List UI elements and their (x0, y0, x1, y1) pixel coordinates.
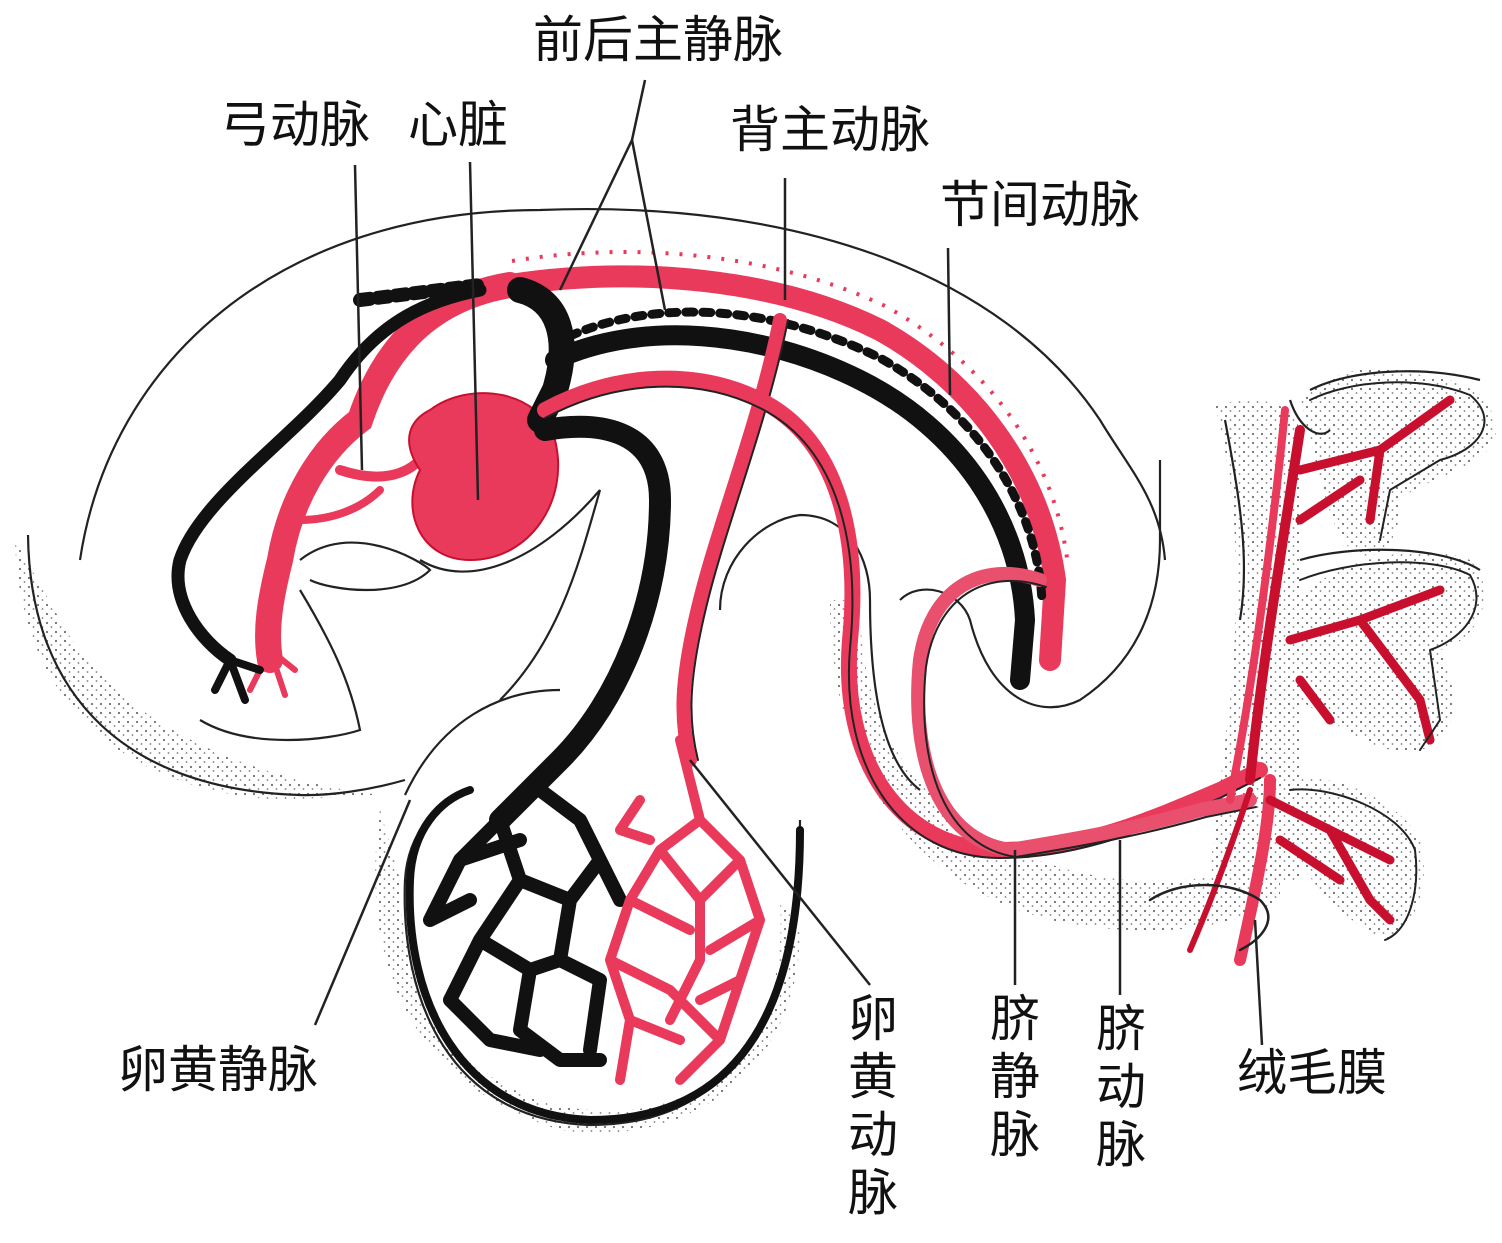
label-cardinal-veins: 前后主静脉 (533, 15, 783, 65)
label-vitelline-artery: 卵黄动脉 (845, 990, 901, 1222)
label-vitelline-vein: 卵黄静脉 (118, 1045, 318, 1095)
label-chorion: 绒毛膜 (1237, 1048, 1387, 1098)
dorsal-aorta (510, 252, 1068, 660)
label-umbilical-vein: 脐静脉 (987, 990, 1043, 1164)
label-umbilical-artery: 脐动脉 (1093, 1000, 1149, 1174)
label-arch-arteries: 弓动脉 (220, 100, 370, 150)
label-intersegmental-arteries: 节间动脉 (940, 180, 1140, 230)
label-heart: 心脏 (408, 100, 508, 150)
label-dorsal-aorta: 背主动脉 (730, 105, 930, 155)
